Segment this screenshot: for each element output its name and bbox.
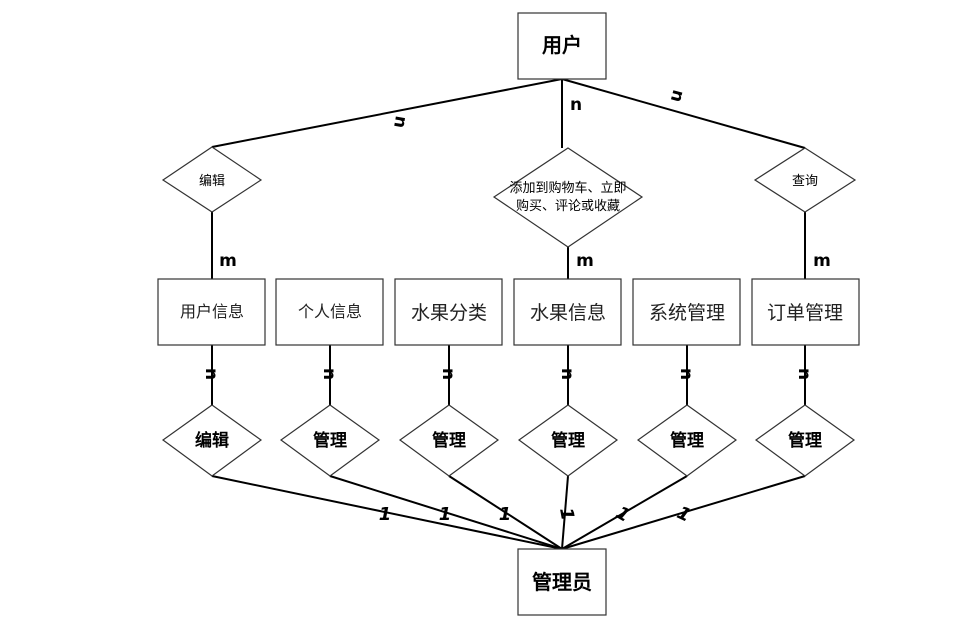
rel-edit-top: 编辑 [161,146,263,213]
rel-manage-2-label: 管理 [432,430,466,451]
entity-fruit-category-label: 水果分类 [411,302,487,324]
rel-query-label: 查询 [792,174,818,189]
card-query-order: m [813,251,831,271]
card-lower-n-3: n [438,368,458,380]
card-lower-n-6: n [794,368,814,380]
card-admin-3: 1 [499,504,512,525]
entity-user-info: 用户信息 [157,278,266,346]
rel-manage-5: 管理 [754,404,856,477]
entity-system-mgmt-label: 系统管理 [649,302,725,324]
entity-order-mgmt: 订单管理 [751,278,860,346]
card-admin-1: 1 [379,504,392,525]
rel-manage-4: 管理 [636,404,738,477]
rel-edit-bottom: 编辑 [161,404,263,477]
entity-personal-info: 个人信息 [275,278,384,346]
entity-order-mgmt-label: 订单管理 [767,302,843,324]
entity-admin-label: 管理员 [532,570,592,594]
link-user-edit [211,78,563,148]
rel-edit-top-label: 编辑 [199,174,225,189]
rel-manage-2: 管理 [398,404,500,477]
entity-fruit-info-label: 水果信息 [530,302,606,324]
rel-manage-4-label: 管理 [670,430,704,451]
rel-manage-5-label: 管理 [788,430,822,451]
card-cart-fruitinfo: m [576,251,594,271]
card-lower-n-2: n [319,368,339,380]
card-user-cart: n [570,95,582,115]
card-lower-n-1: n [201,368,221,380]
link-manage3-admin [561,475,569,550]
cardinality-labels: n n n m m m n n n n n n 1 1 1 1 1 1 [201,88,831,527]
entity-system-mgmt: 系统管理 [632,278,741,346]
card-user-edit: n [389,114,411,129]
rel-manage-3-label: 管理 [551,430,585,451]
link-manage2-admin [448,475,563,550]
entity-fruit-category: 水果分类 [394,278,503,346]
card-lower-n-5: n [676,368,696,380]
rel-cart-label-line2: 购买、评论或收藏 [516,198,620,214]
rel-manage-1-label: 管理 [313,430,347,451]
rel-manage-3: 管理 [517,404,619,477]
rel-edit-bottom-label: 编辑 [195,430,229,451]
rel-query: 查询 [753,147,857,213]
link-manage1-admin [329,475,563,550]
card-admin-2: 1 [439,504,452,525]
card-admin-6: 1 [674,502,694,526]
link-manage4-admin [561,475,688,550]
rel-cart: 添加到购物车、立即 购买、评论或收藏 [492,147,644,248]
link-edit-admin [211,475,563,550]
card-edit-userinfo: m [219,251,237,271]
card-lower-n-4: n [557,368,577,380]
rel-cart-label-line1: 添加到购物车、立即 [509,180,626,196]
entity-user: 用户 [517,12,607,80]
link-user-query [561,78,806,149]
rel-manage-1: 管理 [279,404,381,477]
links [211,78,806,550]
entity-admin: 管理员 [517,548,607,616]
entity-user-info-label: 用户信息 [180,302,244,321]
entity-personal-info-label: 个人信息 [298,302,362,321]
link-manage5-admin [561,475,806,550]
entity-fruit-info: 水果信息 [513,278,622,346]
card-admin-5: 1 [612,502,633,526]
entity-user-label: 用户 [542,33,582,57]
card-admin-4: 1 [555,506,578,522]
card-user-query: n [666,88,688,105]
